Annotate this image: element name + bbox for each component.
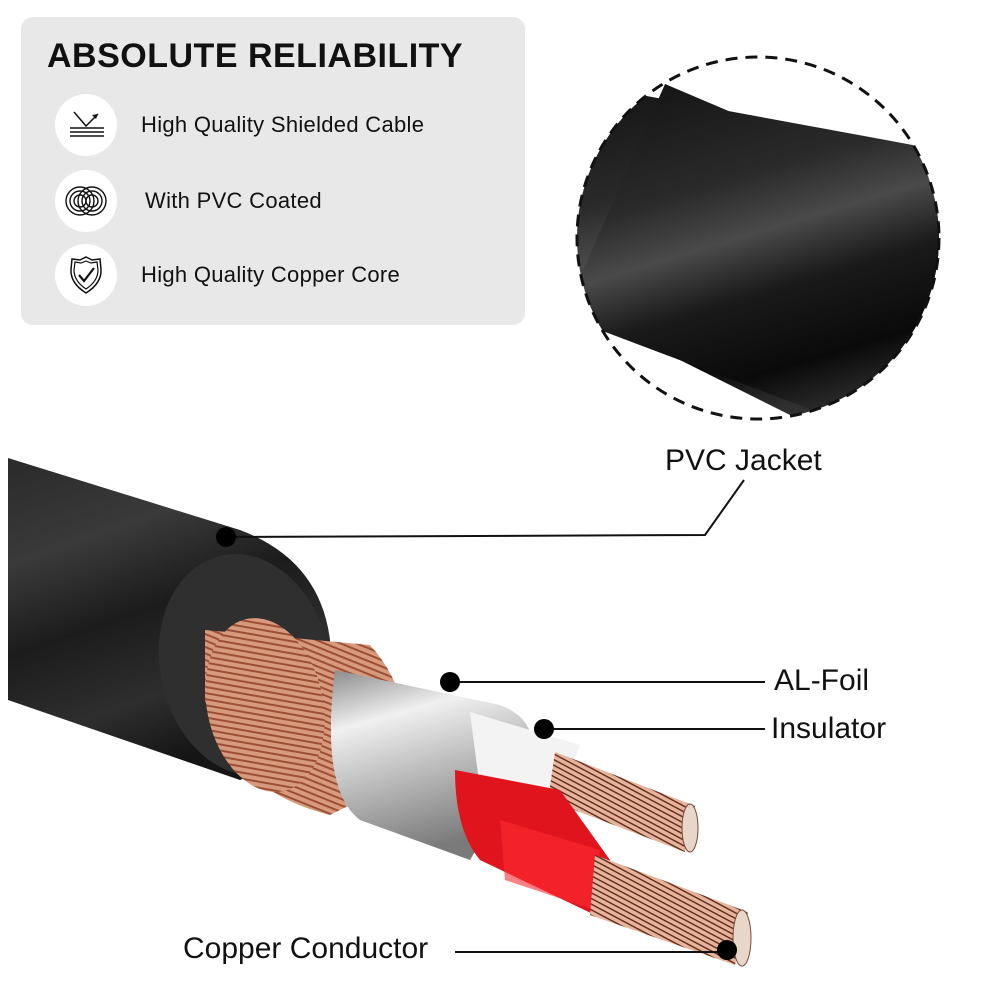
callout-insulator (534, 719, 765, 739)
callout-copper-conductor (455, 940, 737, 960)
feature-pvc-coated: With PVC Coated (55, 169, 322, 233)
shield-check-icon (55, 244, 117, 306)
feature-shielded-cable: High Quality Shielded Cable (55, 93, 424, 157)
label-al-foil: AL-Foil (774, 664, 870, 697)
feature-label: High Quality Shielded Cable (141, 112, 425, 137)
copper-wire-upper (548, 752, 695, 852)
feature-copper-core: High Quality Copper Core (55, 243, 400, 307)
shield-layers-icon (55, 94, 117, 156)
label-copper-conductor: Copper Conductor (183, 932, 429, 965)
callout-al-foil (440, 672, 765, 692)
zoom-detail-circle (575, 55, 941, 421)
feature-label: With PVC Coated (145, 188, 322, 213)
label-pvc-jacket: PVC Jacket (665, 444, 822, 477)
callout-pvc-jacket (216, 479, 745, 547)
copper-wire-lower (590, 855, 748, 965)
panel-title: ABSOLUTE RELIABILITY (47, 37, 464, 75)
concentric-rings-icon (55, 170, 117, 232)
label-insulator: Insulator (771, 712, 887, 745)
feature-label: High Quality Copper Core (141, 262, 401, 287)
features-panel: ABSOLUTE RELIABILITY High Quality Shield… (21, 17, 525, 325)
